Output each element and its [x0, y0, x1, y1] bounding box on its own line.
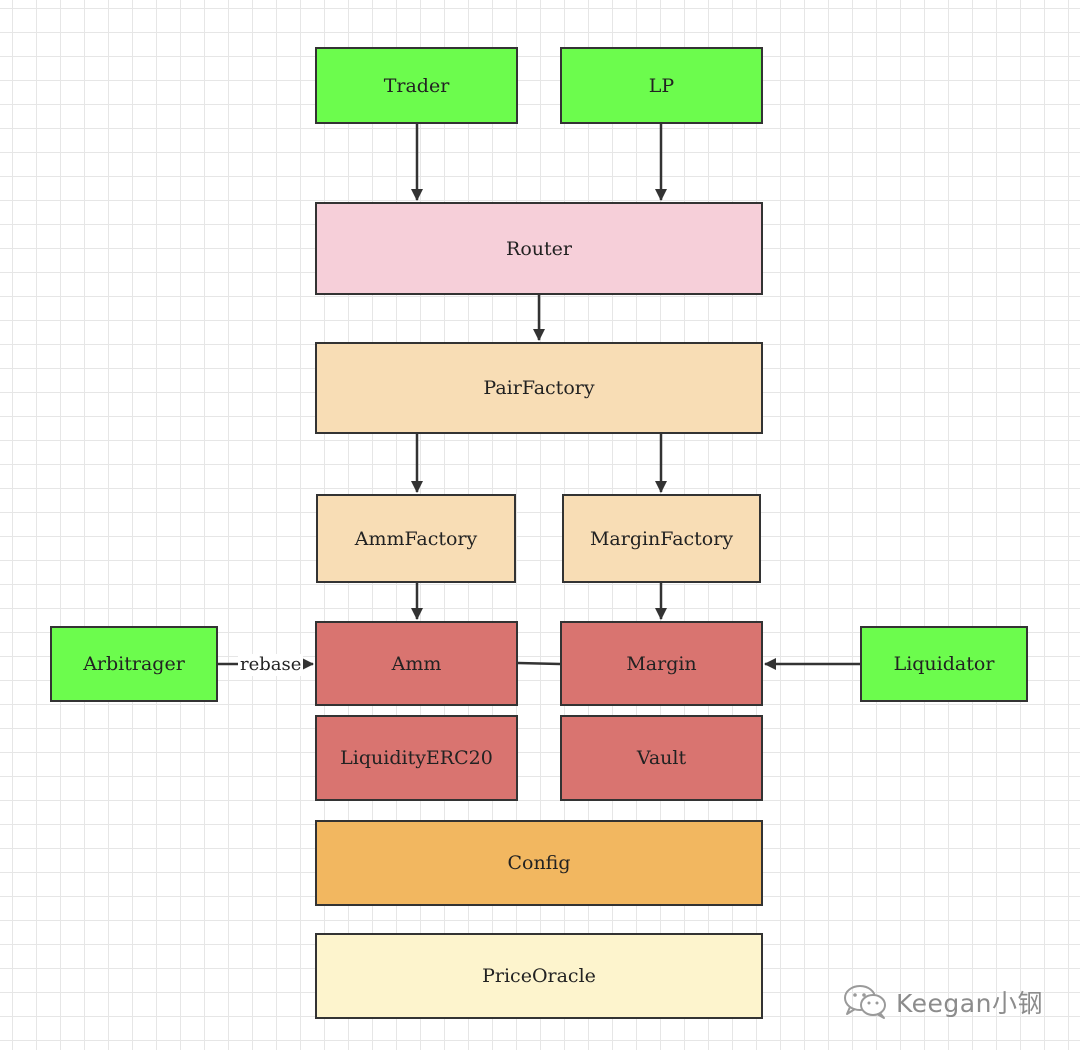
node-pairfactory-label: PairFactory	[483, 377, 595, 399]
edge-amm-margin	[517, 661, 561, 666]
edge-label-rebase: rebase	[238, 654, 304, 676]
node-amm-label: Amm	[391, 652, 442, 675]
watermark: Keegan小钢	[842, 983, 1043, 1021]
node-config[interactable]: Config	[315, 820, 763, 906]
node-config-label: Config	[507, 852, 571, 874]
node-liquidityerc20[interactable]: LiquidityERC20	[315, 715, 518, 801]
node-arbitrager[interactable]: Arbitrager	[50, 626, 218, 702]
node-router[interactable]: Router	[315, 202, 763, 295]
node-router-label: Router	[506, 237, 572, 260]
wechat-icon	[842, 983, 890, 1021]
node-marginfactory-label: MarginFactory	[589, 527, 734, 550]
node-vault-label: Vault	[636, 747, 687, 769]
node-trader[interactable]: Trader	[315, 47, 518, 124]
node-liquidator-label: Liquidator	[893, 653, 995, 675]
node-margin-label: Margin	[626, 652, 697, 675]
node-priceoracle-label: PriceOracle	[482, 965, 596, 987]
node-ammfactory[interactable]: AmmFactory	[316, 494, 516, 583]
node-margin[interactable]: Margin	[560, 621, 763, 706]
node-ammfactory-label: AmmFactory	[354, 527, 478, 550]
node-liquidator[interactable]: Liquidator	[860, 626, 1028, 702]
node-priceoracle[interactable]: PriceOracle	[315, 933, 763, 1019]
node-trader-label: Trader	[383, 74, 450, 97]
node-amm[interactable]: Amm	[315, 621, 518, 706]
watermark-text: Keegan小钢	[896, 989, 1043, 1018]
node-lp[interactable]: LP	[560, 47, 763, 124]
node-liquidityerc20-label: LiquidityERC20	[340, 747, 493, 769]
node-lp-label: LP	[648, 74, 675, 97]
node-marginfactory[interactable]: MarginFactory	[562, 494, 761, 583]
node-vault[interactable]: Vault	[560, 715, 763, 801]
node-pairfactory[interactable]: PairFactory	[315, 342, 763, 434]
node-arbitrager-label: Arbitrager	[83, 653, 185, 675]
